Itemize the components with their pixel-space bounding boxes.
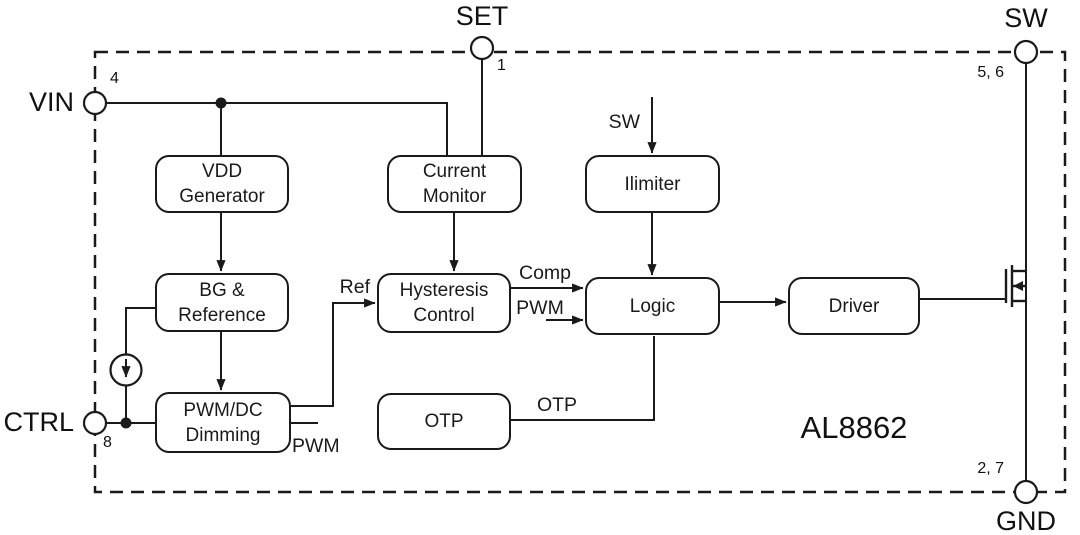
block-bg-reference: BG & Reference [155,273,289,332]
junction-dot-ctrl [120,417,132,429]
gnd-pin-circle [1013,479,1039,505]
block-label: Monitor [422,186,487,207]
pin-label-gnd: GND [996,506,1056,535]
block-label: Driver [828,295,880,317]
signal-label-pwm-to-logic: PWM [516,297,564,319]
block-label: PWM/DC [183,399,263,421]
wire-ref [291,298,376,407]
pin-label-vin: VIN [28,87,74,117]
block-label: BG & [199,279,245,301]
block-label: Hysteresis [399,280,489,301]
pin-label-ctrl: CTRL [3,407,74,437]
pin-label-set: SET [455,1,509,31]
signal-label-ref: Ref [339,276,370,298]
pin-number-gnd: 2, 7 [977,460,1004,477]
block-label: Current [422,161,487,182]
vin-pin-circle [82,90,108,116]
block-otp: OTP [377,393,511,450]
pin-number-ctrl: 8 [103,434,112,451]
pin-number-vin: 4 [110,70,119,87]
nmos-transistor-symbol [1004,265,1026,307]
signal-label-otp-out: OTP [536,394,578,416]
wire-otp [511,336,655,421]
signal-label-pwm-from-dimming: PWM [292,435,340,457]
block-label: Dimming [185,424,261,446]
pin-label-sw: SW [1004,3,1048,33]
pin-number-set: 1 [497,57,506,74]
wire-ctrl-branch [106,307,157,429]
block-logic: Logic [585,277,720,335]
block-label: VDD [201,161,243,182]
block-driver: Driver [788,277,920,335]
set-pin-circle [469,35,495,61]
block-label: Reference [178,304,266,326]
ic-boundary [93,50,1067,494]
block-pwm-dc-dimming: PWM/DC Dimming [155,392,291,453]
signal-label-sw-input: SW [608,111,640,133]
block-vdd-generator: VDD Generator [155,155,289,213]
block-label: Ilimiter [624,173,681,195]
part-number-label: AL8862 [800,410,908,445]
junction-dot-vin [215,97,227,109]
block-label: OTP [424,411,464,432]
block-label: Control [413,305,475,326]
block-label: Generator [179,186,265,207]
signal-label-comp: Comp [518,262,572,284]
block-ilimiter: Ilimiter [585,155,720,213]
pin-number-sw: 5, 6 [977,64,1004,81]
wire-vin [106,97,448,155]
block-label: Logic [629,295,676,317]
ctrl-pin-circle [82,410,108,436]
block-current-monitor: Current Monitor [387,155,522,213]
sw-pin-circle [1013,39,1039,65]
block-hysteresis-control: Hysteresis Control [377,273,511,333]
